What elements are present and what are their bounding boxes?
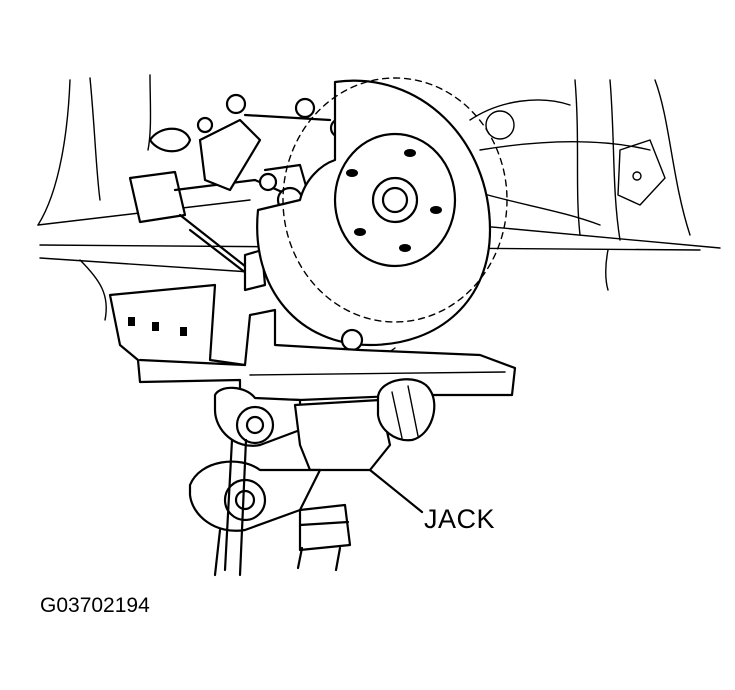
- jack-icon: [108, 283, 517, 577]
- figure-code: G03702194: [40, 594, 150, 617]
- jack-callout-label: JACK: [424, 504, 496, 534]
- wheel-hub-icon: [256, 77, 508, 358]
